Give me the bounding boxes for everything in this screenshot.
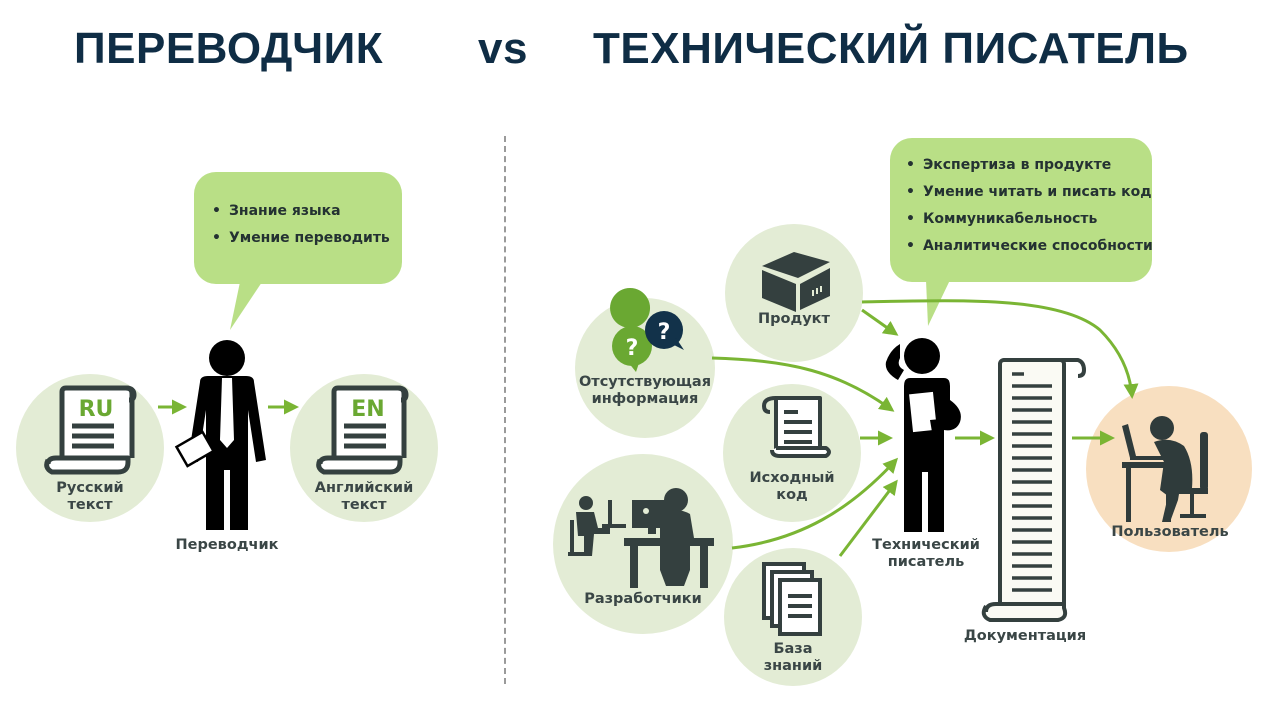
svg-text:?: ?: [658, 320, 671, 345]
developers-at-desk-icon: [568, 488, 714, 588]
skill-item: Умение читать и писать код: [906, 179, 1152, 206]
tech-writer-label: Технический писатель: [872, 537, 980, 570]
box-icon: [762, 252, 830, 312]
source-text-label: Русский текст: [56, 480, 124, 513]
documentation-label: Документация: [963, 628, 1087, 644]
product-label: Продукт: [758, 311, 830, 327]
knowledge-base-label: База знаний: [763, 641, 823, 674]
section-divider: [504, 136, 506, 684]
thinking-person-icon: [885, 338, 961, 532]
user-at-laptop-icon: [1122, 416, 1208, 522]
ru-scroll-icon: [44, 385, 137, 475]
source-code-label: Исходный код: [749, 470, 835, 503]
skill-item: Экспертиза в продукте: [906, 152, 1152, 179]
svg-text:?: ?: [626, 336, 639, 361]
documentation-lines: [1012, 372, 1052, 592]
ru-code: RU: [79, 397, 114, 422]
user-label: Пользователь: [1111, 524, 1229, 540]
bubble-tail: [230, 282, 262, 330]
vs-label: vs: [478, 24, 528, 73]
skill-item: Умение переводить: [212, 225, 402, 252]
flow-arrows-right: [711, 299, 1139, 557]
translator-title: ПЕРЕВОДЧИК: [74, 24, 384, 73]
en-scroll-icon: [316, 385, 409, 475]
translator-skills-bubble: Знание языка Умение переводить: [194, 172, 402, 284]
translator-person-icon: [174, 340, 266, 530]
developers-label: Разработчики: [584, 591, 702, 607]
missing-info-circle: [575, 298, 715, 438]
skill-item: Аналитические способности: [906, 233, 1153, 260]
skill-item: Знание языка: [212, 198, 402, 225]
tech-writer-title: ТЕХНИЧЕСКИЙ ПИСАТЕЛЬ: [593, 24, 1189, 73]
missing-info-label: Отсутствующая информация: [578, 374, 712, 407]
en-code: EN: [351, 397, 384, 422]
translator-label: Переводчик: [175, 537, 279, 553]
documents-stack-icon: [762, 562, 822, 636]
question-bubbles-icon: ? ?: [610, 288, 684, 372]
writer-skills-bubble: Экспертиза в продукте Умение читать и пи…: [890, 138, 1153, 282]
bubble-tail: [926, 280, 950, 326]
source-code-scroll-icon: [762, 396, 831, 458]
skill-item: Коммуникабельность: [906, 206, 1152, 233]
target-text-label: Английский текст: [314, 480, 414, 513]
